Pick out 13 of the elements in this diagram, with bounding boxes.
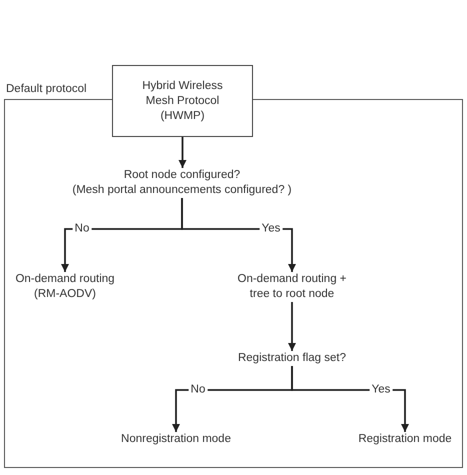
arrow (288, 302, 296, 351)
arrow (291, 366, 409, 432)
step-text: Registration flag set? (227, 351, 357, 366)
arrow (178, 137, 186, 168)
process-box: Hybrid Wireless Mesh Protocol (HWMP) (112, 65, 253, 137)
question-text: Root node configured? (124, 168, 240, 183)
question-text: (Mesh portal announcements configured? ) (72, 183, 292, 198)
step-text: Registration mode (355, 432, 455, 447)
group-label: Default protocol (6, 82, 87, 97)
step-text: Nonregistration mode (114, 432, 238, 447)
arrow (181, 198, 296, 272)
step-text: On-demand routing (RM-AODV) (8, 272, 122, 302)
step-text: On-demand routing + tree to root node (231, 272, 353, 302)
